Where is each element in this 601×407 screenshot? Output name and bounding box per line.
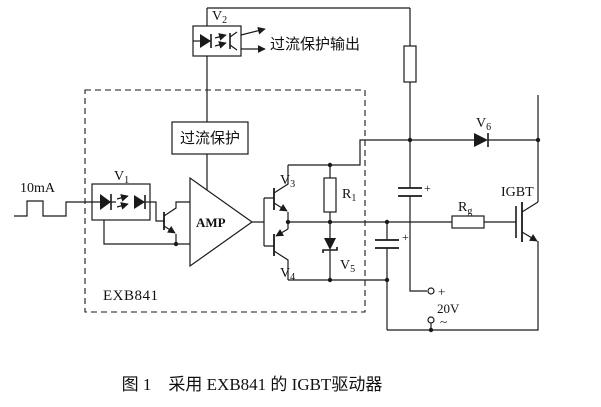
rg-label: Rg (458, 200, 472, 217)
v6-label: V6 (476, 116, 491, 133)
internal-vcc-rail (288, 139, 474, 178)
junction-dots (173, 137, 541, 333)
input-current-label: 10mA (20, 181, 56, 196)
c2-capacitor: + (375, 230, 409, 249)
fault-output-arrow-top (240, 26, 266, 36)
overcurrent-output-label: 过流保护输出 (270, 36, 360, 53)
c1-plus-label: + (424, 181, 431, 195)
top-rail-wires (206, 7, 410, 190)
input-pulse: 10mA (14, 181, 92, 217)
exb841-dashed-box (84, 89, 366, 313)
c1-capacitor: + (398, 181, 431, 197)
overcurrent-block-box (171, 121, 249, 155)
amp-label: AMP (196, 215, 226, 230)
power-terminals: + 20V ~ (427, 284, 460, 329)
rg-body (451, 215, 485, 229)
v3-label: V3 (280, 173, 295, 190)
v2-optocoupler: V2 过流保护输出 (192, 9, 360, 57)
r1-label: R1 (342, 187, 356, 204)
v5-zener: V5 (322, 238, 355, 275)
v4-label: V4 (280, 266, 295, 283)
supply-line-wires (409, 8, 427, 292)
r1-body (323, 177, 337, 213)
supply-resistor (403, 45, 417, 83)
supply-neg-label: ~ (440, 314, 447, 329)
amp-triangle (189, 176, 254, 268)
v1-label: V1 (114, 169, 129, 186)
collector-emitter-rails (387, 95, 539, 331)
supply-positive-terminal (427, 287, 435, 295)
v2-label: V2 (212, 9, 227, 26)
pulse-waveform-icon (14, 200, 58, 217)
v6-diode-icon (474, 133, 488, 147)
input-transistor (103, 201, 190, 245)
supply-resistor-body (403, 45, 417, 83)
v1-led-icon (100, 194, 111, 210)
supply-return-terminal (427, 316, 435, 324)
chip-label: EXB841 (103, 288, 159, 304)
v1-optocoupler: V1 (91, 169, 151, 221)
v6-diode: V6 (474, 116, 491, 147)
v3-transistor: V3 (273, 165, 295, 222)
figure-caption: 图 1 采用 EXB841 的 IGBT驱动器 (122, 375, 383, 394)
supply-voltage-label: 20V (437, 301, 460, 316)
c2-plus-label: + (402, 230, 409, 244)
rg-resistor: Rg (451, 200, 485, 229)
v2-led-icon (200, 34, 211, 48)
c1-plates (398, 187, 422, 197)
amp-amplifier: AMP (189, 176, 274, 268)
v5-zener-icon (324, 238, 336, 250)
ground-branch-wires (288, 212, 432, 330)
supply-plus-label: + (438, 284, 445, 299)
r1-resistor: R1 (323, 177, 356, 213)
overcurrent-block-label: 过流保护 (180, 130, 240, 147)
v4-transistor: V4 (273, 222, 295, 283)
exb841-boundary: EXB841 (84, 89, 366, 313)
c2-plates (375, 239, 399, 249)
v1-photodiode-icon (134, 195, 145, 209)
v5-label: V5 (340, 258, 355, 275)
igbt-label: IGBT (501, 185, 534, 200)
igbt-transistor: IGBT (501, 185, 539, 242)
overcurrent-protection-block: 过流保护 (171, 121, 249, 155)
